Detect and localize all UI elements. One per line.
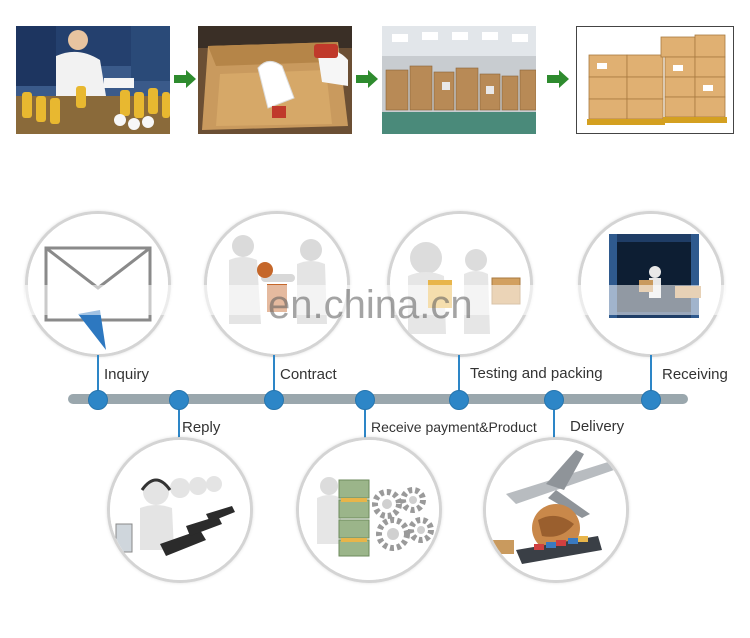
photo-pallet-boxes (576, 26, 734, 134)
stem-reply (178, 404, 180, 440)
step-dot-reply (169, 390, 189, 410)
photo-production (16, 26, 170, 134)
money-gears-icon (299, 440, 439, 580)
step-dot-testing (449, 390, 469, 410)
step-dot-delivery (544, 390, 564, 410)
payment-product-illustration (296, 437, 442, 583)
step-dot-receiving (641, 390, 661, 410)
delivery-illustration (483, 437, 629, 583)
step-dot-inquiry (88, 390, 108, 410)
stem-delivery (553, 404, 555, 440)
label-testing-packing: Testing and packing (470, 365, 603, 382)
photo-packing (198, 26, 352, 134)
stem-payment (364, 404, 366, 440)
label-delivery: Delivery (570, 418, 625, 435)
label-receive-payment: Receive payment&Product (371, 419, 537, 435)
stem-inquiry (97, 355, 99, 395)
envelope-icon (28, 214, 168, 354)
arrow-right-icon (547, 70, 569, 88)
label-receiving: Receiving (662, 366, 728, 383)
process-timeline (68, 394, 688, 404)
arrow-right-icon (174, 70, 196, 88)
step-dot-contract (264, 390, 284, 410)
container-icon (581, 214, 721, 354)
stem-testing (458, 355, 460, 395)
label-reply: Reply (182, 419, 221, 436)
label-inquiry: Inquiry (104, 366, 150, 383)
airplane-globe-icon (486, 440, 626, 580)
reply-illustration (107, 437, 253, 583)
receiving-illustration (578, 211, 724, 357)
stem-contract (273, 355, 275, 395)
stem-receiving (650, 355, 652, 395)
contract-illustration (204, 211, 350, 357)
watermark-text: en.china.cn (268, 283, 473, 327)
watermark-band (25, 285, 725, 315)
photo-warehouse (382, 26, 536, 134)
inquiry-illustration (25, 211, 171, 357)
label-contract: Contract (280, 366, 337, 383)
arrow-right-icon (356, 70, 378, 88)
customer-service-icon (110, 440, 250, 580)
step-dot-payment (355, 390, 375, 410)
